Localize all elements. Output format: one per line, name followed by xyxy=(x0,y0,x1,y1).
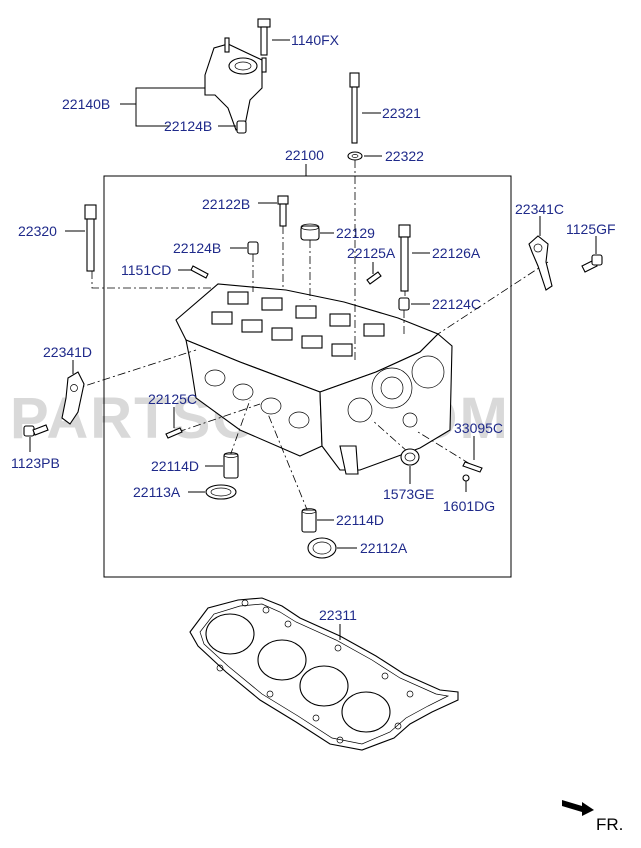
dowel-22114D-left[interactable] xyxy=(223,452,239,479)
front-arrow-icon xyxy=(562,800,594,816)
label-1601DG[interactable]: 1601DG xyxy=(443,498,495,514)
hanger-22341D[interactable] xyxy=(61,371,85,425)
label-22124B-top[interactable]: 22124B xyxy=(164,118,212,134)
assembly-frame xyxy=(103,175,512,578)
head-bolt-22320[interactable] xyxy=(84,204,97,272)
label-22124B-mid[interactable]: 22124B xyxy=(173,240,221,256)
plug-22129[interactable] xyxy=(300,223,320,241)
label-22125C[interactable]: 22125C xyxy=(148,391,197,407)
bolt-22122B[interactable] xyxy=(277,195,289,227)
assy-line-22341D xyxy=(71,349,197,391)
label-1123PB[interactable]: 1123PB xyxy=(11,455,60,471)
label-22100[interactable]: 22100 xyxy=(285,147,324,163)
assy-line-22125C xyxy=(177,403,261,433)
label-22124C[interactable]: 22124C xyxy=(432,296,481,312)
seal-ring-22113A[interactable] xyxy=(205,484,237,500)
bolt-1140FX[interactable] xyxy=(257,18,271,56)
label-22126A[interactable]: 22126A xyxy=(432,245,481,261)
bolt-22126A[interactable] xyxy=(398,224,411,292)
label-22311[interactable]: 22311 xyxy=(319,607,357,623)
label-22140B[interactable]: 22140B xyxy=(62,96,110,112)
label-22114D-left[interactable]: 22114D xyxy=(151,458,199,474)
label-22129[interactable]: 22129 xyxy=(336,225,375,241)
seal-ring-22112A[interactable] xyxy=(307,537,337,559)
label-22341C[interactable]: 22341C xyxy=(515,201,564,217)
label-22113A[interactable]: 22113A xyxy=(133,484,181,500)
dowel-22124B-top[interactable] xyxy=(236,120,247,134)
washer-22322[interactable] xyxy=(347,151,363,161)
assy-line-33095C xyxy=(417,431,471,465)
label-33095C[interactable]: 33095C xyxy=(454,420,503,436)
label-1573GE[interactable]: 1573GE xyxy=(383,486,434,502)
head-bolt-22321[interactable] xyxy=(349,72,360,144)
head-gasket-22311[interactable] xyxy=(189,597,459,751)
pin-22125A[interactable] xyxy=(366,271,382,285)
bolt-1125GF[interactable] xyxy=(581,254,603,273)
leader-22140B xyxy=(135,87,205,127)
assy-line-22114D-left xyxy=(229,399,251,457)
label-22125A[interactable]: 22125A xyxy=(347,245,396,261)
label-22321[interactable]: 22321 xyxy=(382,105,421,121)
front-direction-label: FR. xyxy=(596,815,623,834)
dowel-22114D-right[interactable] xyxy=(301,508,317,533)
label-22114D-right[interactable]: 22114D xyxy=(336,512,384,528)
label-22341D[interactable]: 22341D xyxy=(43,344,92,360)
label-22112A[interactable]: 22112A xyxy=(360,540,408,556)
label-22122B[interactable]: 22122B xyxy=(202,196,250,212)
label-1125GF[interactable]: 1125GF xyxy=(566,221,616,237)
assy-line-22341C xyxy=(437,261,549,335)
ball-1601DG[interactable] xyxy=(462,474,470,482)
cylinder-head-22100[interactable] xyxy=(175,283,453,475)
label-1140FX[interactable]: 1140FX xyxy=(291,32,340,48)
assy-line-22114D-right xyxy=(267,413,309,513)
hanger-22341C[interactable] xyxy=(528,235,553,291)
bracket-22140B[interactable] xyxy=(204,37,267,131)
pin-22125C[interactable] xyxy=(165,427,183,439)
label-22320[interactable]: 22320 xyxy=(18,223,57,239)
dowel-22124C[interactable] xyxy=(398,297,410,311)
stud-1151CD[interactable] xyxy=(190,265,209,279)
bolt-1123PB[interactable] xyxy=(23,424,49,437)
stud-33095C[interactable] xyxy=(462,461,483,473)
label-22322[interactable]: 22322 xyxy=(385,148,424,164)
seal-1573GE[interactable] xyxy=(400,448,420,466)
assy-line-22320 xyxy=(91,271,212,289)
label-1151CD[interactable]: 1151CD xyxy=(121,262,171,278)
dowel-22124B-mid[interactable] xyxy=(247,241,259,255)
